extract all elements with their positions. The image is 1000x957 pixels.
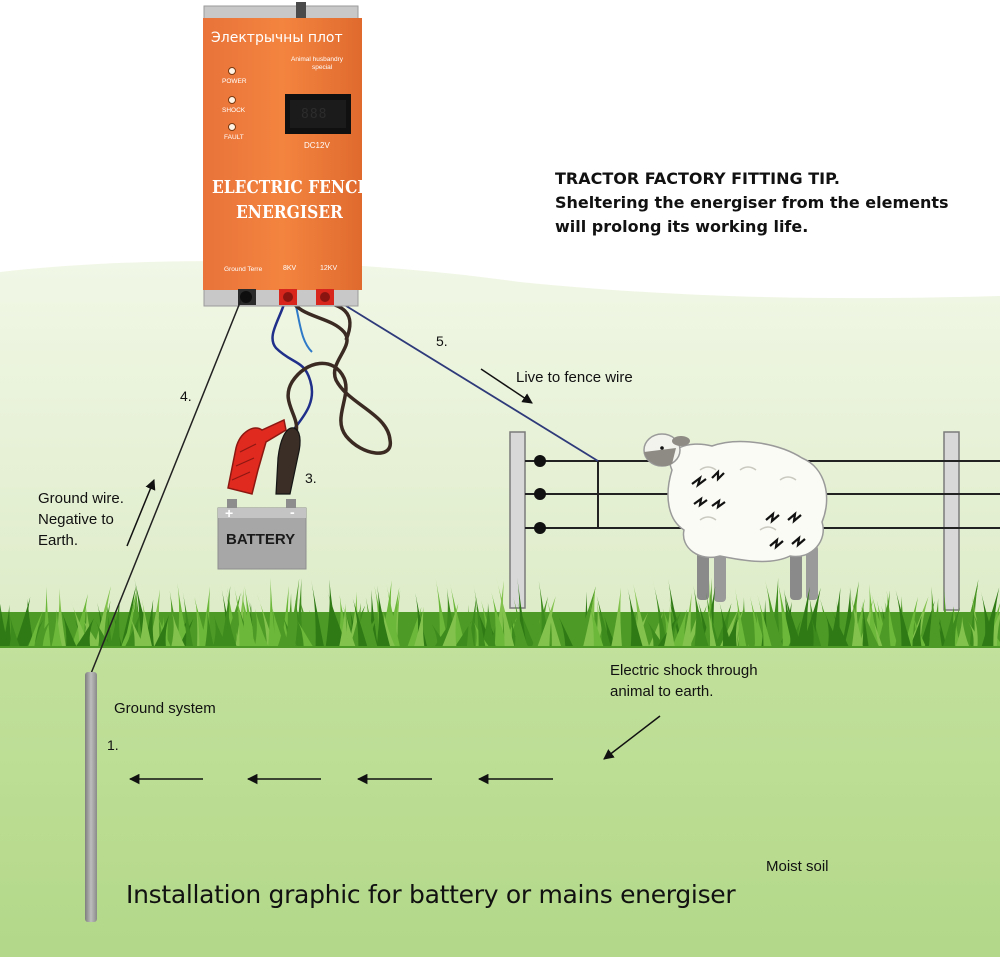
moist-soil-label: Moist soil — [766, 858, 829, 875]
insulator-top — [534, 455, 546, 467]
energiser-title-line1: ELECTRIC FENCE — [212, 177, 370, 198]
energiser-subtitle-2: special — [312, 64, 333, 71]
indicator-shock-label: SHOCK — [222, 107, 246, 114]
soil — [0, 640, 1000, 957]
indicator-fault-label: FAULT — [224, 134, 244, 141]
battery-minus: - — [290, 504, 295, 520]
energiser-title-line2: ENERGISER — [236, 202, 343, 223]
grass-band — [0, 576, 1000, 648]
arrow-live — [480, 368, 533, 404]
shock-label-line2: animal to earth. — [610, 683, 714, 700]
live-wire — [329, 295, 599, 462]
ground-wire-label-line3: Earth. — [38, 532, 79, 549]
step-number-4: 4. — [180, 388, 192, 404]
step-number-3: 3. — [305, 470, 317, 486]
insulator-bottom — [534, 522, 546, 534]
ground-wire — [89, 299, 242, 677]
energiser-subtitle-1: Animal husbandry — [291, 56, 344, 63]
diagram-caption: Installation graphic for battery or main… — [126, 880, 736, 909]
battery-label: BATTERY — [226, 531, 296, 548]
terminal-8kv-label: 8KV — [283, 265, 297, 272]
fence-post-right — [943, 431, 960, 611]
shock-sparks — [691, 469, 806, 550]
spark-icon — [711, 498, 726, 510]
battery-illustration — [217, 499, 307, 570]
spark-icon — [691, 475, 707, 488]
step-number-5: 5. — [436, 333, 448, 349]
ground-stake — [85, 672, 97, 922]
arrows — [126, 368, 661, 785]
ground-system-graphic — [85, 299, 242, 922]
supply-voltage-label: DC12V — [304, 141, 330, 150]
black-clamp — [275, 427, 301, 495]
tip-line-3: will prolong its working life. — [555, 217, 809, 236]
spark-icon — [693, 496, 708, 508]
sheep-illustration — [643, 433, 828, 602]
arrow-shock — [603, 715, 661, 760]
spark-icon — [711, 469, 725, 482]
terminal-12kv-label: 12KV — [320, 265, 338, 272]
energiser-brand: Электрычны плот — [211, 30, 343, 46]
indicator-power-label: POWER — [222, 78, 247, 85]
live-to-fence-label: Live to fence wire — [516, 369, 633, 386]
insulator-middle — [534, 488, 546, 500]
battery-cables — [227, 297, 392, 495]
tip-heading: TRACTOR FACTORY FITTING TIP. — [555, 169, 840, 188]
energiser-unit — [203, 2, 362, 307]
spark-icon — [791, 535, 806, 548]
ground-wire-label-line2: Negative to — [38, 511, 114, 528]
digital-display: 888 — [301, 107, 328, 122]
spark-icon — [787, 511, 802, 524]
sky-hill — [0, 261, 1000, 650]
spark-icon — [765, 511, 780, 524]
step-number-1: 1. — [107, 737, 119, 753]
arrow-ground-wire — [126, 479, 156, 547]
shock-label-line1: Electric shock through — [610, 662, 758, 679]
fence-post-left — [509, 431, 526, 609]
spark-icon — [769, 537, 784, 550]
ground-wire-label-line1: Ground wire. — [38, 490, 124, 507]
battery-plus: + — [225, 505, 234, 521]
tip-line-2: Sheltering the energiser from the elemen… — [555, 193, 949, 212]
terminal-ground-label: Ground Terre — [224, 266, 263, 273]
ground-system-label: Ground system — [114, 700, 216, 717]
